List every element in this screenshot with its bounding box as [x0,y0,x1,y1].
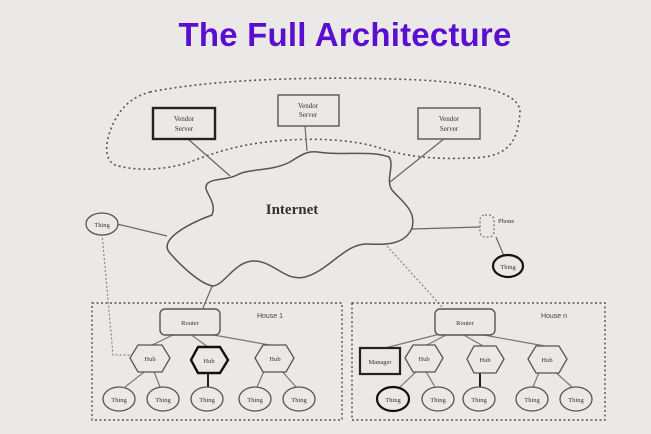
vendor-cloud-boundary [105,77,521,170]
thing-house-n-4[interactable]: Thing [515,386,549,412]
svg-text:Thing: Thing [524,397,540,404]
vendor-server-2[interactable]: Vendor Server [277,94,340,127]
phone-device[interactable]: Phone [479,214,514,238]
svg-text:Server: Server [440,125,459,133]
link-phone-thing [495,236,505,257]
hub-house-1-3[interactable]: Hub [254,344,295,373]
thing-house-n-2[interactable]: Thing [421,386,455,412]
thing-house-n-3[interactable]: Thing [462,386,496,412]
hub-house-n-1[interactable]: Hub [404,344,444,373]
vendor-server-1[interactable]: Vendor Server [151,106,217,141]
phone-thing[interactable]: Thing [491,253,525,279]
house-1-label: House 1 [257,313,283,320]
slide-title: The Full Architecture [178,16,512,53]
svg-text:Vendor: Vendor [298,102,319,110]
thing-house-1-4[interactable]: Thing [238,386,272,412]
hub-house-1-1[interactable]: Hub [129,344,171,373]
router-house-n[interactable]: Router [434,308,496,336]
svg-text:Thing: Thing [247,397,263,404]
link-vendor2-internet [304,125,308,152]
link-vendor1-internet [187,138,231,177]
link-internet-router1 [202,283,214,309]
link-thing-hub1-dotted [101,233,130,356]
thing-house-n-5[interactable]: Thing [559,386,593,412]
link-thing-internet [116,223,168,237]
house-n-label: House n [541,313,567,320]
internet-cloud [166,150,414,287]
thing-house-1-3[interactable]: Thing [190,386,224,412]
svg-text:Router: Router [181,320,200,327]
hub-house-n-2[interactable]: Hub [466,345,505,374]
svg-text:Manager: Manager [368,359,392,366]
svg-text:Thing: Thing [199,397,215,404]
svg-text:Thing: Thing [471,397,487,404]
svg-text:Thing: Thing [155,397,171,404]
external-thing-left[interactable]: Thing [85,212,119,236]
svg-text:Thing: Thing [500,264,516,271]
link-internet-router-n-dotted [386,245,444,309]
manager-house-n[interactable]: Manager [358,346,402,376]
hub-house-1-2[interactable]: Hub [189,345,230,375]
svg-text:Server: Server [175,125,194,133]
house-1: House 1 Router Hub Hub Hub [91,302,343,421]
svg-text:Router: Router [456,320,475,327]
internet-label: Internet [266,202,319,218]
svg-text:Hub: Hub [203,358,214,365]
link-internet-phone [411,226,481,230]
svg-text:Server: Server [299,111,318,119]
svg-text:Hub: Hub [418,356,429,363]
thing-house-1-5[interactable]: Thing [282,386,316,412]
router-house-1[interactable]: Router [159,308,221,336]
svg-text:Thing: Thing [385,397,401,404]
svg-text:Hub: Hub [541,357,552,364]
svg-text:Thing: Thing [94,222,110,229]
hub-house-n-3[interactable]: Hub [527,345,568,374]
svg-text:Hub: Hub [144,356,155,363]
svg-text:Hub: Hub [269,356,280,363]
svg-text:Thing: Thing [568,397,584,404]
link-vendor3-internet [384,137,446,187]
svg-text:Hub: Hub [479,357,490,364]
thing-house-n-1[interactable]: Thing [375,385,411,413]
svg-text:Thing: Thing [111,397,127,404]
phone-label: Phone [498,218,514,225]
vendor-server-3[interactable]: Vendor Server [417,107,481,140]
thing-house-1-2[interactable]: Thing [146,386,180,412]
svg-text:Thing: Thing [430,397,446,404]
svg-text:Vendor: Vendor [174,115,195,123]
svg-text:Vendor: Vendor [439,115,460,123]
svg-text:Thing: Thing [291,397,307,404]
thing-house-1-1[interactable]: Thing [102,386,136,412]
house-n: House n Router Manager Hub Hub [351,302,606,421]
